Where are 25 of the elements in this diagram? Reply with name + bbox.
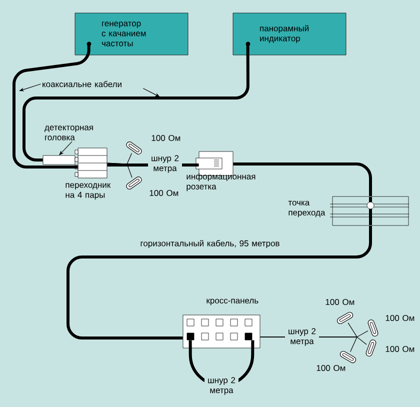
leader-line	[142, 88, 160, 97]
part-label: 100 Ом	[152, 135, 180, 141]
edge-label: шнур 2 метра	[148, 154, 182, 174]
part-label: информационная розетка	[186, 173, 256, 192]
detector-head	[42, 155, 76, 165]
part-label: кросс-панель	[206, 298, 258, 306]
device-box: генератор с качанием частоты	[74, 12, 188, 56]
part-label: 100 Ом	[386, 315, 414, 321]
part-label: 100 Ом	[326, 299, 354, 305]
cable	[12, 44, 90, 168]
part-label: 100 Ом	[150, 190, 178, 196]
device-box: панорамный индикатор	[232, 12, 346, 56]
part-label: 100 Ом	[386, 346, 414, 352]
part-label: точка перехода	[288, 200, 326, 218]
cable	[66, 226, 372, 340]
cable	[233, 162, 372, 196]
cable	[22, 44, 250, 162]
part-label: 100 Ом	[316, 365, 346, 371]
callout-text: коаксиальне кабели	[42, 80, 122, 88]
callout-text: детекторная головка	[44, 126, 93, 140]
part-label: переходник на 4 пары	[66, 183, 111, 200]
edge-label: горизонтальный кабель, 95 метров	[134, 238, 286, 250]
wire	[106, 162, 132, 178]
edge-label: шнур 2 метра	[285, 327, 319, 347]
edge-label: шнур 2 метра	[204, 376, 238, 396]
